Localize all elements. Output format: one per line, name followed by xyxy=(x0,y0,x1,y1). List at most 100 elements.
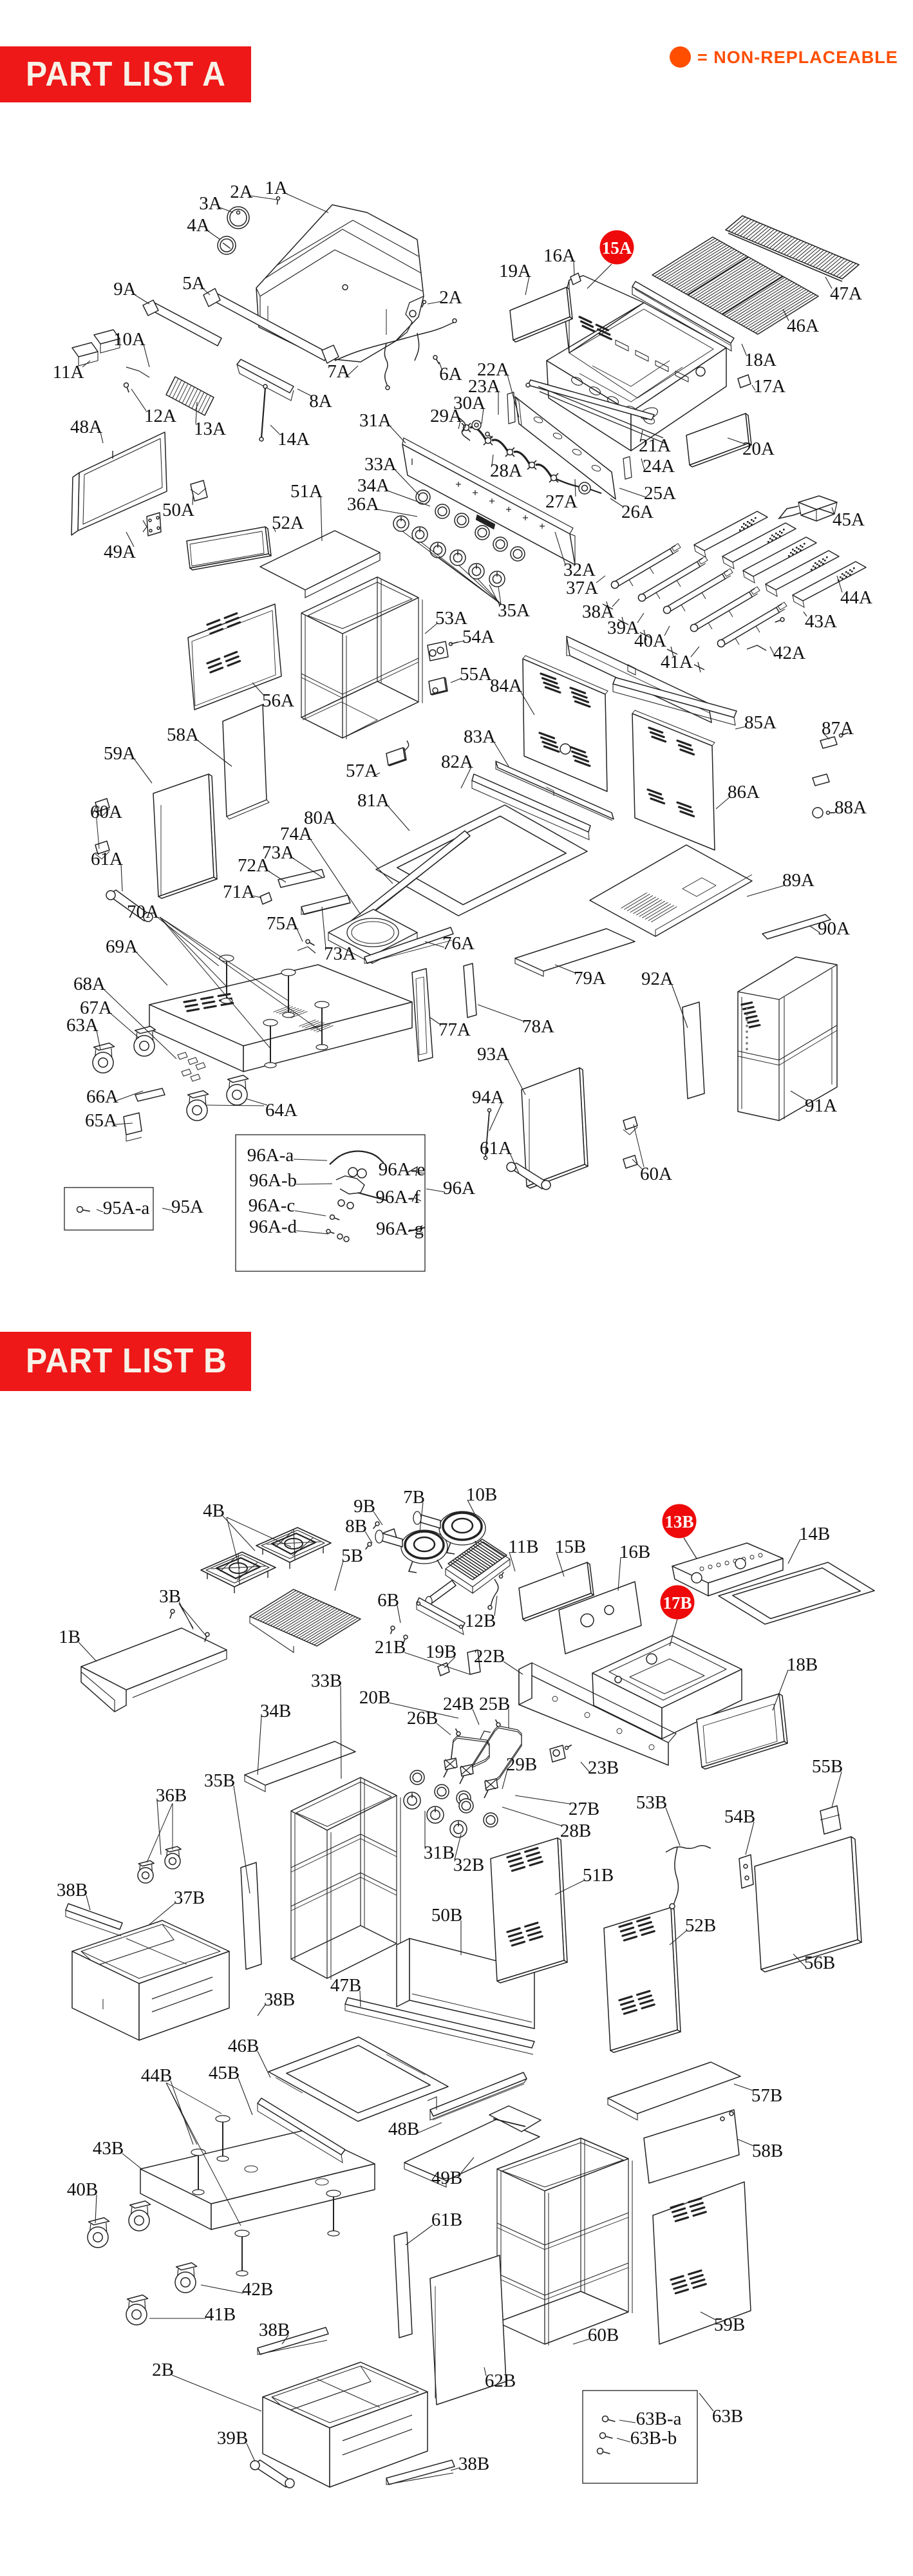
svg-text:7A: 7A xyxy=(327,361,350,382)
svg-text:13A: 13A xyxy=(194,419,226,439)
svg-text:26A: 26A xyxy=(621,502,654,522)
svg-text:47B: 47B xyxy=(330,1975,361,1996)
svg-text:45A: 45A xyxy=(833,509,865,530)
svg-text:15A: 15A xyxy=(602,238,632,258)
svg-text:86A: 86A xyxy=(728,782,760,802)
svg-text:84A: 84A xyxy=(490,676,522,696)
svg-text:39A: 39A xyxy=(607,618,639,638)
svg-text:38B: 38B xyxy=(259,2320,290,2340)
svg-text:71A: 71A xyxy=(223,882,255,902)
svg-text:23B: 23B xyxy=(588,1757,619,1778)
svg-text:50A: 50A xyxy=(162,500,194,520)
svg-text:66A: 66A xyxy=(86,1086,118,1107)
svg-text:19A: 19A xyxy=(499,261,531,281)
svg-text:39B: 39B xyxy=(217,2428,248,2448)
svg-text:55A: 55A xyxy=(460,664,492,685)
svg-text:96A-d: 96A-d xyxy=(249,1217,297,1237)
svg-text:64A: 64A xyxy=(265,1100,297,1121)
svg-text:22B: 22B xyxy=(474,1646,505,1667)
svg-text:96A-c: 96A-c xyxy=(249,1195,295,1216)
svg-text:44B: 44B xyxy=(141,2065,172,2086)
svg-text:60A: 60A xyxy=(640,1164,672,1184)
svg-text:81A: 81A xyxy=(357,790,390,811)
svg-text:58B: 58B xyxy=(752,2141,783,2161)
svg-text:38A: 38A xyxy=(582,601,614,622)
svg-text:63B: 63B xyxy=(712,2406,743,2427)
svg-text:38B: 38B xyxy=(264,1989,295,2010)
svg-text:25A: 25A xyxy=(644,483,676,504)
svg-text:78A: 78A xyxy=(522,1016,554,1037)
svg-text:65A: 65A xyxy=(85,1110,117,1131)
svg-text:35A: 35A xyxy=(498,600,530,621)
svg-text:52B: 52B xyxy=(685,1915,716,1936)
svg-text:51A: 51A xyxy=(290,481,323,502)
svg-text:56A: 56A xyxy=(262,690,294,711)
svg-text:15B: 15B xyxy=(555,1537,586,1557)
svg-text:34B: 34B xyxy=(260,1701,291,1721)
svg-text:9A: 9A xyxy=(113,279,136,299)
svg-text:20A: 20A xyxy=(742,439,775,459)
svg-text:53A: 53A xyxy=(435,608,467,629)
svg-text:9B: 9B xyxy=(353,1496,375,1517)
svg-text:17B: 17B xyxy=(663,1593,692,1613)
svg-text:82A: 82A xyxy=(441,752,473,772)
svg-text:47A: 47A xyxy=(830,283,862,304)
svg-text:23A: 23A xyxy=(468,376,500,397)
svg-text:2A: 2A xyxy=(230,182,253,202)
svg-text:4B: 4B xyxy=(203,1501,225,1521)
svg-text:92A: 92A xyxy=(641,969,673,989)
svg-text:34A: 34A xyxy=(357,475,390,496)
svg-text:79A: 79A xyxy=(574,968,606,989)
svg-text:14B: 14B xyxy=(799,1524,830,1544)
svg-text:46A: 46A xyxy=(787,316,819,336)
svg-text:52A: 52A xyxy=(272,513,304,533)
svg-text:11A: 11A xyxy=(53,362,84,383)
svg-text:5B: 5B xyxy=(341,1546,363,1566)
svg-text:54A: 54A xyxy=(462,627,494,647)
svg-text:54B: 54B xyxy=(724,1806,755,1827)
svg-text:35B: 35B xyxy=(204,1770,235,1791)
svg-text:38B: 38B xyxy=(458,2454,489,2474)
svg-text:32A: 32A xyxy=(563,560,596,580)
svg-text:90A: 90A xyxy=(818,918,850,939)
svg-text:5A: 5A xyxy=(182,273,205,294)
svg-text:6B: 6B xyxy=(377,1590,399,1611)
svg-text:30A: 30A xyxy=(453,393,485,413)
svg-text:22A: 22A xyxy=(477,359,509,380)
svg-text:37B: 37B xyxy=(174,1888,205,1908)
svg-text:60A: 60A xyxy=(90,802,122,822)
svg-text:44A: 44A xyxy=(840,587,872,608)
svg-text:29A: 29A xyxy=(430,406,462,426)
svg-text:24B: 24B xyxy=(443,1694,474,1714)
svg-text:2A: 2A xyxy=(439,287,462,308)
svg-text:8B: 8B xyxy=(345,1516,367,1537)
svg-text:93A: 93A xyxy=(477,1044,509,1065)
svg-text:57B: 57B xyxy=(751,2085,782,2106)
svg-text:37A: 37A xyxy=(566,578,598,598)
svg-text:73A: 73A xyxy=(262,842,294,863)
svg-text:40B: 40B xyxy=(67,2179,98,2200)
svg-text:59B: 59B xyxy=(714,2315,745,2335)
svg-text:49B: 49B xyxy=(431,2168,462,2188)
svg-text:1A: 1A xyxy=(265,178,288,198)
svg-text:95A: 95A xyxy=(171,1197,203,1217)
svg-text:91A: 91A xyxy=(805,1095,837,1116)
svg-text:20B: 20B xyxy=(359,1687,390,1708)
svg-text:7B: 7B xyxy=(403,1487,425,1508)
svg-text:36A: 36A xyxy=(347,494,379,515)
svg-text:16A: 16A xyxy=(543,245,576,266)
svg-text:62B: 62B xyxy=(485,2371,516,2391)
svg-text:61A: 61A xyxy=(91,849,123,869)
svg-text:10B: 10B xyxy=(466,1484,497,1505)
svg-text:43A: 43A xyxy=(805,611,837,632)
svg-text:21B: 21B xyxy=(375,1637,406,1658)
svg-text:3A: 3A xyxy=(199,193,222,214)
svg-text:63B-a: 63B-a xyxy=(636,2409,682,2429)
svg-text:8A: 8A xyxy=(309,391,332,412)
svg-text:70A: 70A xyxy=(127,902,159,922)
svg-text:48B: 48B xyxy=(388,2119,419,2139)
svg-text:96A: 96A xyxy=(443,1178,475,1198)
svg-text:73A: 73A xyxy=(324,943,356,964)
svg-text:75A: 75A xyxy=(267,913,299,934)
svg-text:63A: 63A xyxy=(66,1015,99,1036)
